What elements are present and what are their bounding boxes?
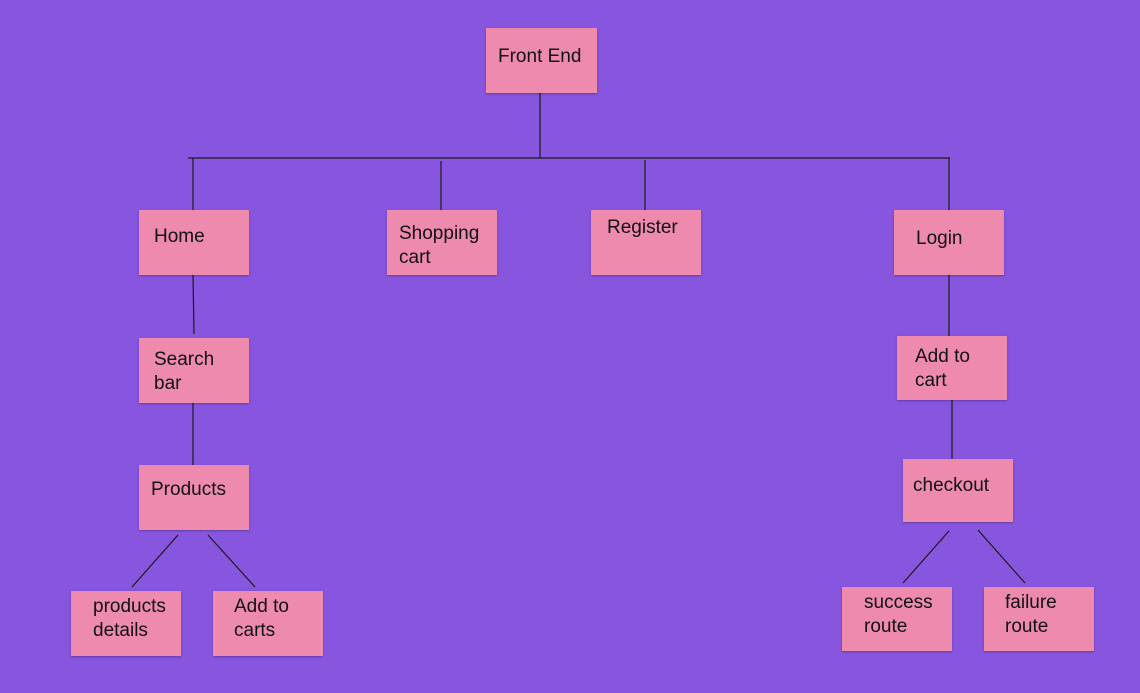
connector-checkout-failure (977, 529, 1026, 584)
connector-home-search (192, 274, 195, 335)
node-front-end[interactable]: Front End (486, 28, 597, 93)
node-shopping-cart[interactable]: Shopping cart (387, 210, 497, 275)
connector-products-addcarts (207, 534, 256, 588)
node-home[interactable]: Home (139, 210, 249, 275)
node-success-route[interactable]: success route (842, 587, 952, 651)
node-failure-route[interactable]: failure route (984, 587, 1094, 651)
node-search-bar[interactable]: Search bar (139, 338, 249, 403)
node-login[interactable]: Login (894, 210, 1004, 275)
node-add-to-cart[interactable]: Add to cart (897, 336, 1007, 400)
node-add-to-carts[interactable]: Add to carts (213, 591, 323, 656)
node-products[interactable]: Products (139, 465, 249, 530)
connector-products-details (131, 534, 179, 588)
node-products-details[interactable]: products details (71, 591, 181, 656)
node-checkout[interactable]: checkout (903, 459, 1013, 522)
connector-checkout-success (902, 530, 950, 584)
node-register[interactable]: Register (591, 210, 701, 275)
